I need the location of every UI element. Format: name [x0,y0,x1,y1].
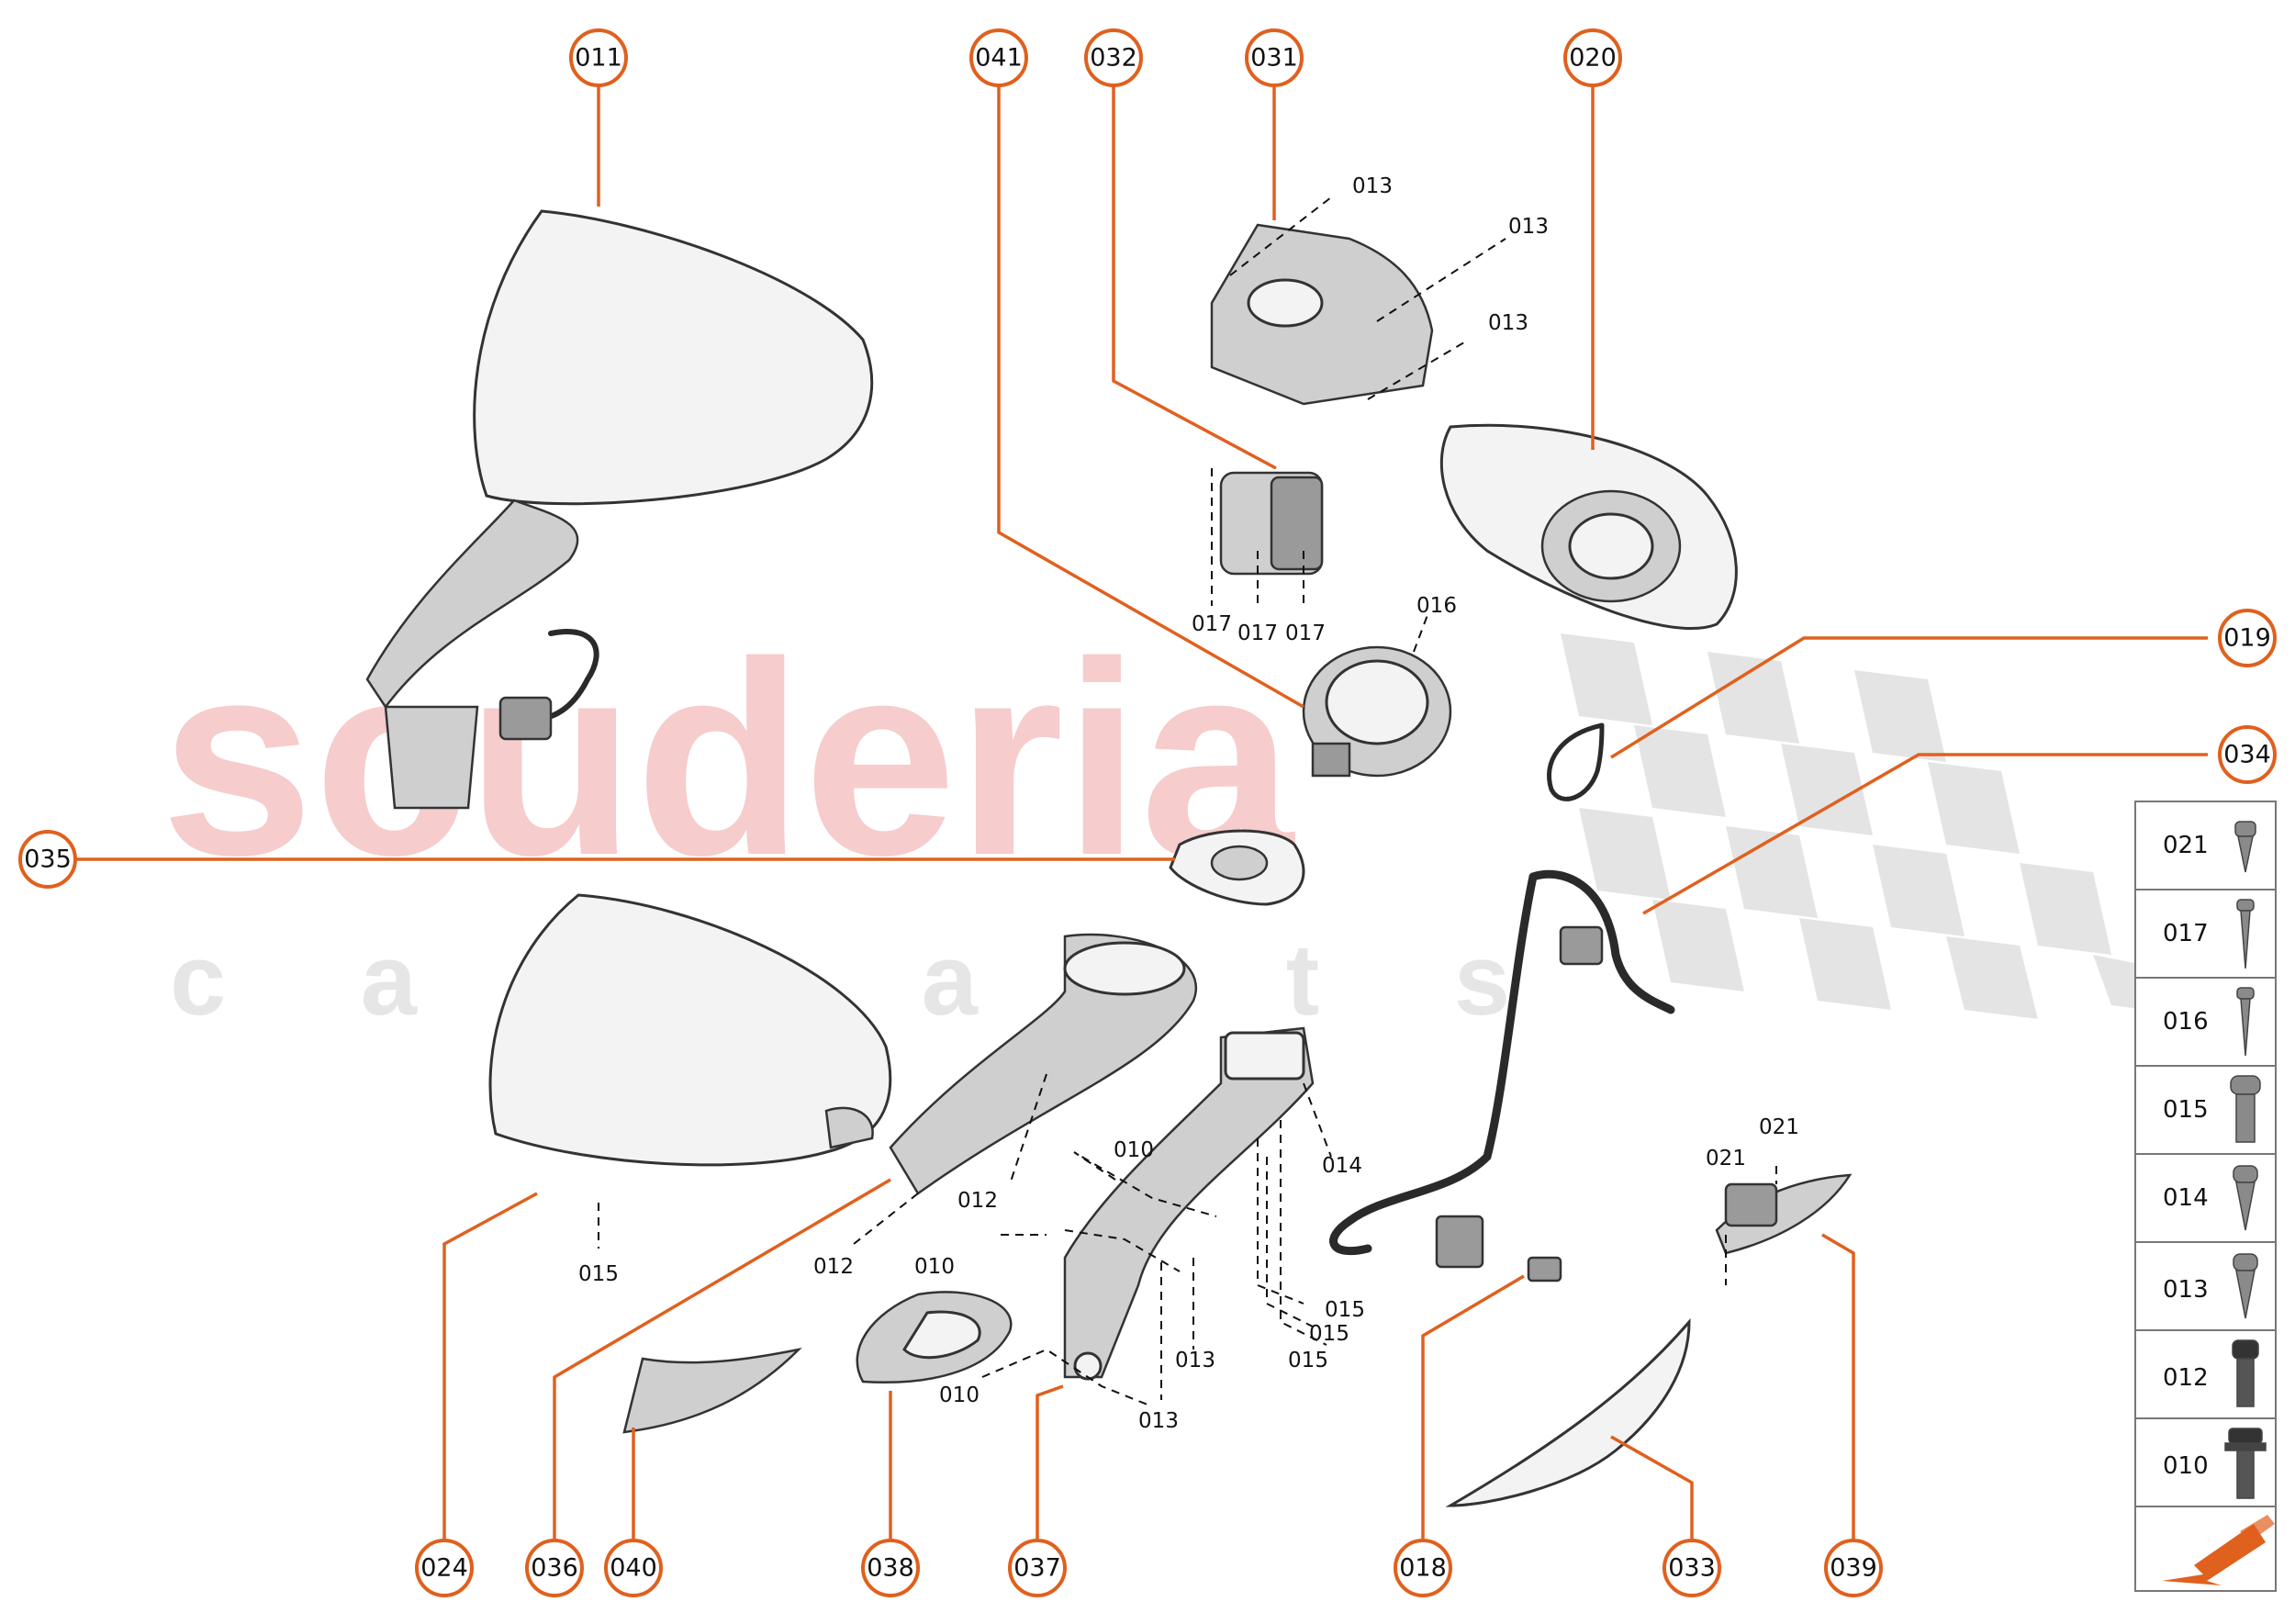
checkered-flag-watermark [1561,633,2148,1019]
callout-036[interactable]: 036 [525,1539,584,1597]
callout-040[interactable]: 040 [604,1539,663,1597]
fastener-legend: 021 017 016 015 014 013 012 010 [2134,801,2277,1592]
callout-031[interactable]: 031 [1245,28,1304,87]
cable-tie-019-drawing [1546,722,1605,801]
svg-text:010: 010 [2163,1452,2209,1480]
svg-text:020: 020 [1569,44,1617,73]
callout-034[interactable]: 034 [2218,725,2277,784]
svg-text:012: 012 [2163,1364,2209,1392]
callout-037[interactable]: 037 [1008,1539,1067,1597]
motor-032-drawing [1219,471,1324,576]
svg-text:037: 037 [1013,1554,1061,1583]
callouts: 011 041 032 031 020 019 034 035 024 036 … [18,28,2277,1597]
label-012-b: 012 [813,1255,854,1279]
fastener-012[interactable]: 012 [2163,1339,2259,1407]
label-013-a: 013 [1352,174,1393,198]
label-014: 014 [1322,1154,1362,1178]
label-021-a: 021 [1759,1115,1799,1139]
callout-019[interactable]: 019 [2218,609,2277,667]
connector-018-drawing [1527,1256,1562,1282]
mirror-arm-036-drawing [889,933,1197,1195]
label-013-b: 013 [1508,215,1549,239]
mirror-assembly-011-drawing [365,209,874,810]
callout-024[interactable]: 024 [415,1539,474,1597]
gasket-035-drawing [1169,829,1305,906]
svg-text:040: 040 [610,1554,657,1583]
svg-text:031: 031 [1250,44,1298,73]
mirror-glass-020-drawing [1439,423,1738,630]
label-013-e: 013 [1138,1409,1179,1433]
fastener-017[interactable]: 017 [2163,899,2255,969]
svg-text:011: 011 [575,44,622,73]
label-015-b: 015 [1325,1298,1365,1322]
svg-text:032: 032 [1090,44,1137,73]
svg-text:036: 036 [531,1554,578,1583]
svg-text:035: 035 [24,846,72,874]
callout-011[interactable]: 011 [569,28,628,87]
label-017-a: 017 [1192,612,1232,636]
svg-text:033: 033 [1668,1554,1716,1583]
svg-text:015: 015 [2163,1096,2209,1124]
label-017-b: 017 [1237,622,1278,645]
arrow-down-left-icon[interactable] [2162,1515,2275,1585]
fold-module-041-drawing [1302,645,1452,778]
label-016: 016 [1416,594,1457,618]
label-015-c: 015 [1309,1322,1349,1346]
label-021-b: 021 [1706,1147,1746,1170]
callout-032[interactable]: 032 [1084,28,1143,87]
fastener-010[interactable]: 010 [2163,1428,2267,1499]
callout-038[interactable]: 038 [861,1539,920,1597]
label-015-a: 015 [578,1262,619,1286]
svg-text:024: 024 [420,1554,468,1583]
mirror-cap-024-drawing [488,893,892,1167]
svg-text:014: 014 [2163,1184,2209,1212]
svg-text:038: 038 [867,1554,914,1583]
svg-text:021: 021 [2163,832,2209,859]
wiring-harness-034-drawing [1329,869,1675,1269]
callout-033[interactable]: 033 [1662,1539,1721,1597]
svg-text:018: 018 [1399,1554,1447,1583]
callout-041[interactable]: 041 [969,28,1028,87]
callout-018[interactable]: 018 [1394,1539,1452,1597]
svg-text:017: 017 [2163,920,2209,947]
fastener-014[interactable]: 014 [2163,1165,2258,1231]
svg-text:019: 019 [2223,624,2271,653]
turn-signal-039-drawing [1715,1173,1853,1255]
label-017-c: 017 [1285,622,1326,645]
watermark-main: scuderia [161,604,1295,913]
trim-strip-040-drawing [622,1347,802,1434]
svg-text:034: 034 [2223,741,2271,769]
fastener-015[interactable]: 015 [2163,1075,2261,1143]
watermark: scuderia c a r p a r t s [161,604,2148,1036]
callout-020[interactable]: 020 [1563,28,1622,87]
small-labels: 013 013 013 016 017 017 017 015 012 012 … [578,174,1799,1433]
label-013-c: 013 [1488,311,1528,335]
dashed-leaders [598,196,1777,1406]
callout-035[interactable]: 035 [18,830,77,889]
seal-038-drawing [856,1291,1013,1383]
svg-text:013: 013 [2163,1276,2209,1304]
label-010-c: 010 [939,1383,980,1407]
label-010-a: 010 [1114,1138,1154,1162]
label-015-d: 015 [1288,1349,1328,1372]
label-012-a: 012 [957,1189,998,1213]
mirror-base-037-drawing [1063,1026,1315,1381]
lower-cover-033-drawing [1445,1317,1691,1507]
svg-text:039: 039 [1830,1554,1877,1583]
fastener-013[interactable]: 013 [2163,1253,2258,1319]
fastener-021[interactable]: 021 [2163,821,2256,873]
fastener-016[interactable]: 016 [2163,987,2255,1057]
callout-leaders [71,81,2208,1547]
svg-text:041: 041 [975,44,1023,73]
label-010-b: 010 [914,1255,955,1279]
svg-text:016: 016 [2163,1008,2209,1036]
housing-031-drawing [1210,223,1434,406]
label-013-d: 013 [1175,1349,1215,1372]
callout-039[interactable]: 039 [1824,1539,1883,1597]
